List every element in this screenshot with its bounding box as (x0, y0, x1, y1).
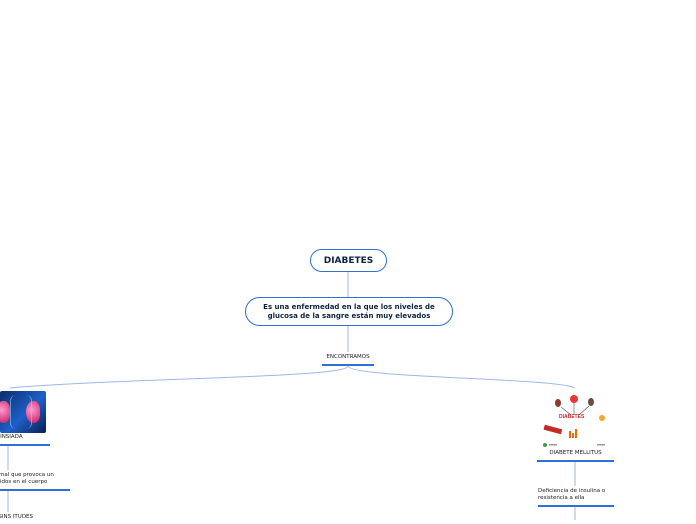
link-encontramos-right (347, 365, 576, 389)
diabetes-icons (543, 395, 605, 447)
diabetes-insipida-node[interactable]: TES INSIADA (0, 434, 50, 446)
link-encontramos-left (9, 365, 349, 389)
root-node[interactable]: DIABETES (310, 249, 387, 272)
insipida-description-node[interactable]: normal que provoca un líquidos en el cue… (0, 472, 70, 491)
bar2-icon (572, 433, 574, 438)
kidney-image (0, 391, 46, 433)
diabetes-word: DIABETES (559, 414, 585, 420)
connector-icon (560, 403, 590, 416)
definition-node[interactable]: Es una enfermedad en la que los niveles … (245, 297, 453, 326)
encontramos-node[interactable]: ENCONTRAMOS (322, 354, 374, 366)
sun-icon (599, 415, 605, 421)
root-title: DIABETES (323, 255, 374, 266)
bar1-icon (569, 431, 571, 438)
syringe-icon (543, 424, 563, 435)
mellitus-description-node[interactable]: Deficiencia de insulina o resistencia a … (538, 488, 614, 507)
bar3-icon (575, 429, 577, 438)
diabetes-illustration: DIABETES (539, 393, 611, 449)
logo-text-icon (549, 444, 557, 446)
diabetes-mellitus-node[interactable]: DIABETE MELLITUS (537, 450, 614, 462)
sintomas-node[interactable]: S Y SINS ITUDES (0, 514, 34, 520)
kidney-left-shape (0, 401, 10, 423)
kidney-right-shape (26, 401, 40, 423)
organ-icon (588, 398, 594, 406)
logo-dot-icon (543, 443, 547, 447)
blood-drop-icon (570, 395, 578, 403)
logo-text-icon-2 (597, 444, 605, 446)
kidney-icon (555, 399, 561, 407)
kidney-glow (10, 395, 32, 429)
definition-text: Es una enfermedad en la que los niveles … (263, 302, 435, 320)
